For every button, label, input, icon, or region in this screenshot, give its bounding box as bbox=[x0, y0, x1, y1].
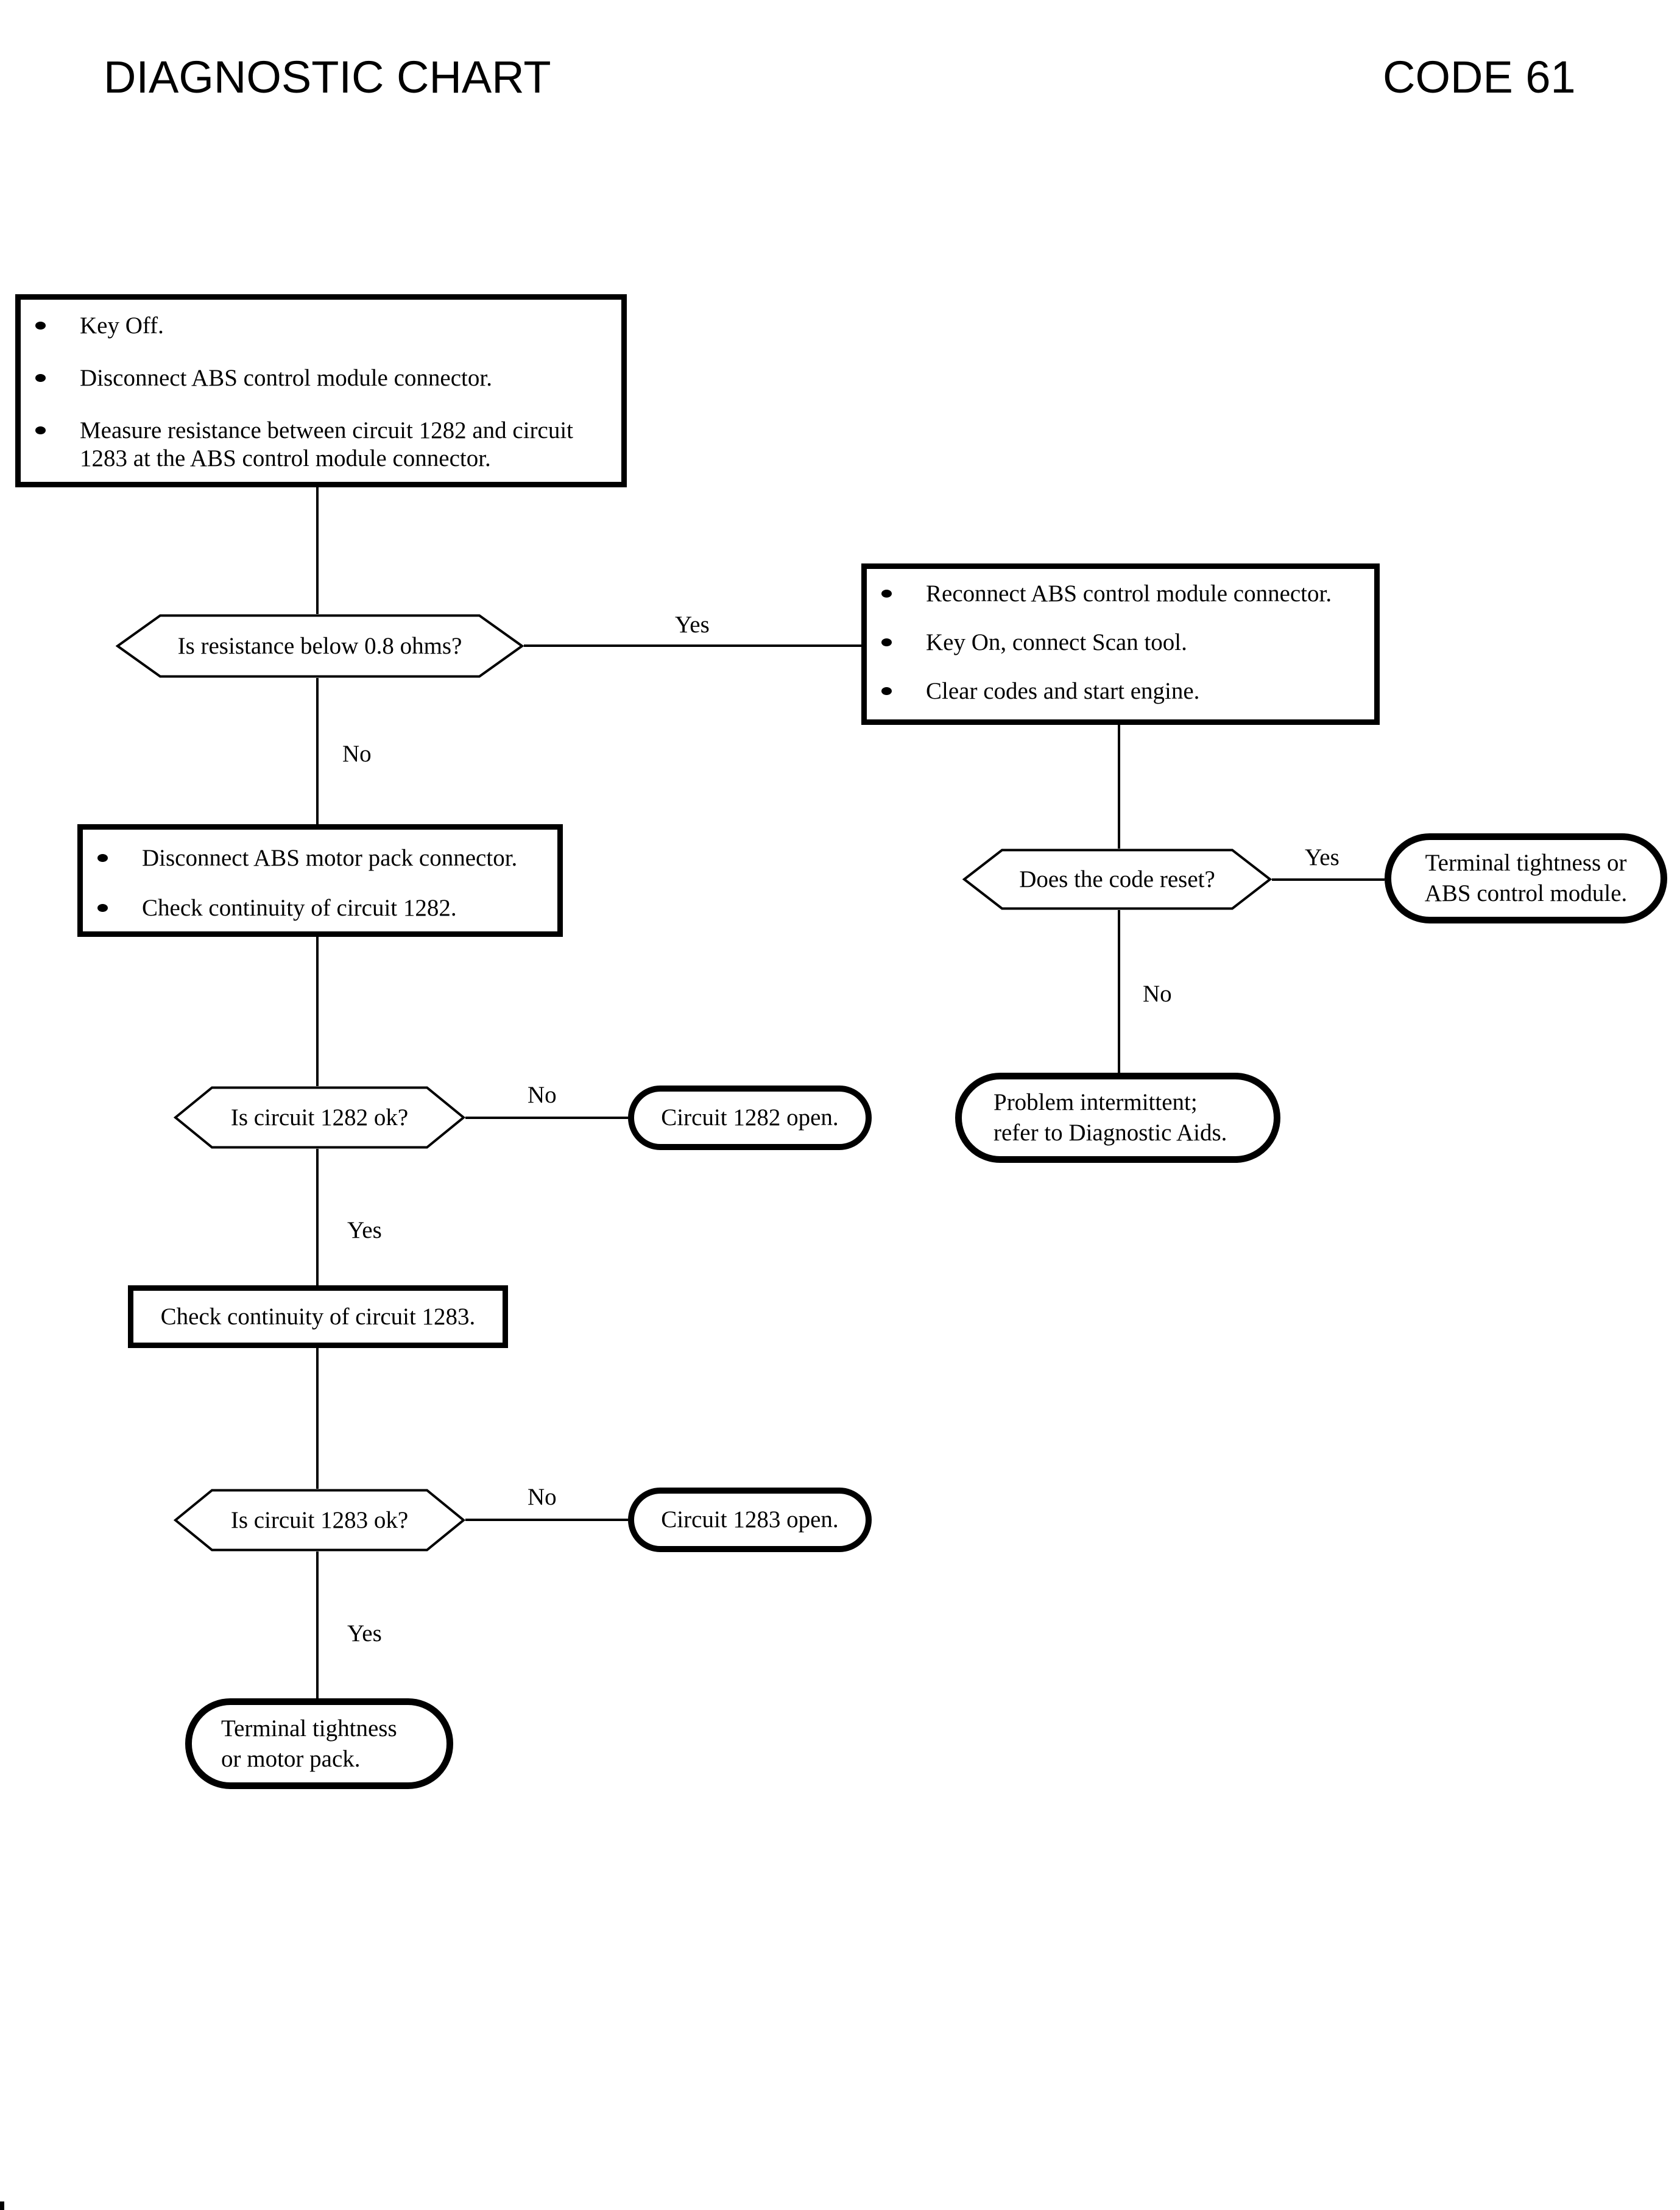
bullet-item: Key Off. bbox=[21, 312, 621, 340]
connector-start-to-resistance bbox=[316, 487, 319, 614]
bullet-icon bbox=[35, 426, 46, 434]
node-check-1283-box: Check continuity of circuit 1283. bbox=[128, 1285, 508, 1348]
terminal-text: refer to Diagnostic Aids. bbox=[994, 1120, 1227, 1146]
bullet-icon bbox=[97, 854, 108, 862]
decision-circuit-1283-label: Is circuit 1283 ok? bbox=[230, 1507, 409, 1533]
edge-label-resistance-yes: Yes bbox=[675, 612, 710, 638]
scan-speck bbox=[0, 2201, 4, 2210]
bullet-text: Key On, connect Scan tool. bbox=[926, 629, 1187, 655]
page-code: CODE 61 bbox=[1383, 52, 1576, 102]
bullet-item: Measure resistance between circuit 1282 … bbox=[21, 417, 621, 473]
hexagon-shape bbox=[116, 614, 524, 678]
terminal-circuit-1282-open: Circuit 1282 open. bbox=[628, 1086, 872, 1150]
edge-label-1283-yes: Yes bbox=[347, 1620, 382, 1647]
terminal-text: or motor pack. bbox=[221, 1745, 361, 1772]
bullet-text: Measure resistance between circuit 1282 … bbox=[80, 417, 573, 443]
terminal-text: Circuit 1283 open. bbox=[661, 1506, 839, 1533]
edge-label-codereset-no: No bbox=[1143, 981, 1172, 1007]
bullet-item: Check continuity of circuit 1282. bbox=[83, 894, 557, 922]
bullet-item: Disconnect ABS control module connector. bbox=[21, 364, 621, 392]
connector-codereset-no bbox=[1118, 910, 1120, 1073]
connector-1282-yes bbox=[316, 1149, 319, 1285]
connector-motorpack-to-1282 bbox=[316, 937, 319, 1086]
bullet-icon bbox=[35, 374, 46, 382]
connector-1282-no bbox=[465, 1117, 628, 1119]
hexagon-shape bbox=[174, 1086, 465, 1149]
bullet-icon bbox=[881, 590, 892, 598]
bullet-item: Reconnect ABS control module connector. bbox=[867, 580, 1374, 608]
bullet-icon bbox=[35, 322, 46, 330]
bullet-item: Clear codes and start engine. bbox=[867, 677, 1374, 705]
bullet-item: Key On, connect Scan tool. bbox=[867, 629, 1374, 657]
bullet-item: Disconnect ABS motor pack connector. bbox=[83, 844, 557, 872]
edge-label-1283-no: No bbox=[528, 1484, 557, 1510]
decision-circuit-1282-label: Is circuit 1282 ok? bbox=[230, 1104, 409, 1131]
decision-circuit-1283: Is circuit 1283 ok? bbox=[174, 1489, 465, 1552]
box-text: Check continuity of circuit 1283. bbox=[160, 1303, 476, 1330]
connector-1283-no bbox=[465, 1519, 628, 1521]
decision-resistance: Is resistance below 0.8 ohms? bbox=[116, 614, 524, 678]
connector-reconnect-to-codereset bbox=[1118, 725, 1120, 849]
terminal-circuit-1283-open: Circuit 1283 open. bbox=[628, 1488, 872, 1552]
page-title: DIAGNOSTIC CHART bbox=[104, 52, 551, 102]
decision-circuit-1282: Is circuit 1282 ok? bbox=[174, 1086, 465, 1149]
terminal-text: Circuit 1282 open. bbox=[661, 1104, 839, 1131]
edge-label-resistance-no: No bbox=[342, 741, 372, 767]
bullet-icon bbox=[881, 687, 892, 695]
terminal-text: Terminal tightness or bbox=[1425, 850, 1627, 876]
connector-resistance-yes bbox=[524, 644, 861, 647]
bullet-text: Check continuity of circuit 1282. bbox=[142, 895, 457, 921]
bullet-text: Disconnect ABS motor pack connector. bbox=[142, 845, 518, 871]
edge-label-1282-no: No bbox=[528, 1082, 557, 1108]
terminal-problem-intermittent: Problem intermittent; refer to Diagnosti… bbox=[955, 1073, 1280, 1163]
bullet-text: 1283 at the ABS control module connector… bbox=[80, 445, 491, 471]
bullet-text: Clear codes and start engine. bbox=[926, 678, 1200, 704]
connector-1283-yes bbox=[316, 1552, 319, 1698]
hexagon-shape bbox=[174, 1489, 465, 1552]
node-reconnect-box: Reconnect ABS control module connector. … bbox=[861, 563, 1380, 725]
bullet-icon bbox=[881, 638, 892, 646]
edge-label-1282-yes: Yes bbox=[347, 1217, 382, 1243]
bullet-text: Reconnect ABS control module connector. bbox=[926, 581, 1332, 607]
bullet-text: Key Off. bbox=[80, 312, 164, 339]
terminal-text: Problem intermittent; bbox=[994, 1089, 1198, 1115]
terminal-abs-module: Terminal tightness or ABS control module… bbox=[1385, 833, 1667, 923]
connector-resistance-no bbox=[316, 678, 319, 824]
connector-check1283-to-1283 bbox=[316, 1348, 319, 1489]
decision-resistance-label: Is resistance below 0.8 ohms? bbox=[177, 633, 462, 659]
node-start-box: Key Off. Disconnect ABS control module c… bbox=[15, 294, 627, 487]
bullet-text: Disconnect ABS control module connector. bbox=[80, 365, 492, 391]
terminal-text: ABS control module. bbox=[1424, 880, 1628, 906]
connector-codereset-yes bbox=[1272, 878, 1385, 881]
hexagon-shape bbox=[962, 849, 1272, 910]
edge-label-codereset-yes: Yes bbox=[1305, 844, 1339, 870]
decision-code-reset-label: Does the code reset? bbox=[1019, 866, 1215, 892]
terminal-motor-pack: Terminal tightness or motor pack. bbox=[185, 1698, 453, 1789]
decision-code-reset: Does the code reset? bbox=[962, 849, 1272, 910]
terminal-text: Terminal tightness bbox=[221, 1715, 397, 1742]
bullet-icon bbox=[97, 904, 108, 912]
node-motor-pack-box: Disconnect ABS motor pack connector. Che… bbox=[77, 824, 563, 937]
